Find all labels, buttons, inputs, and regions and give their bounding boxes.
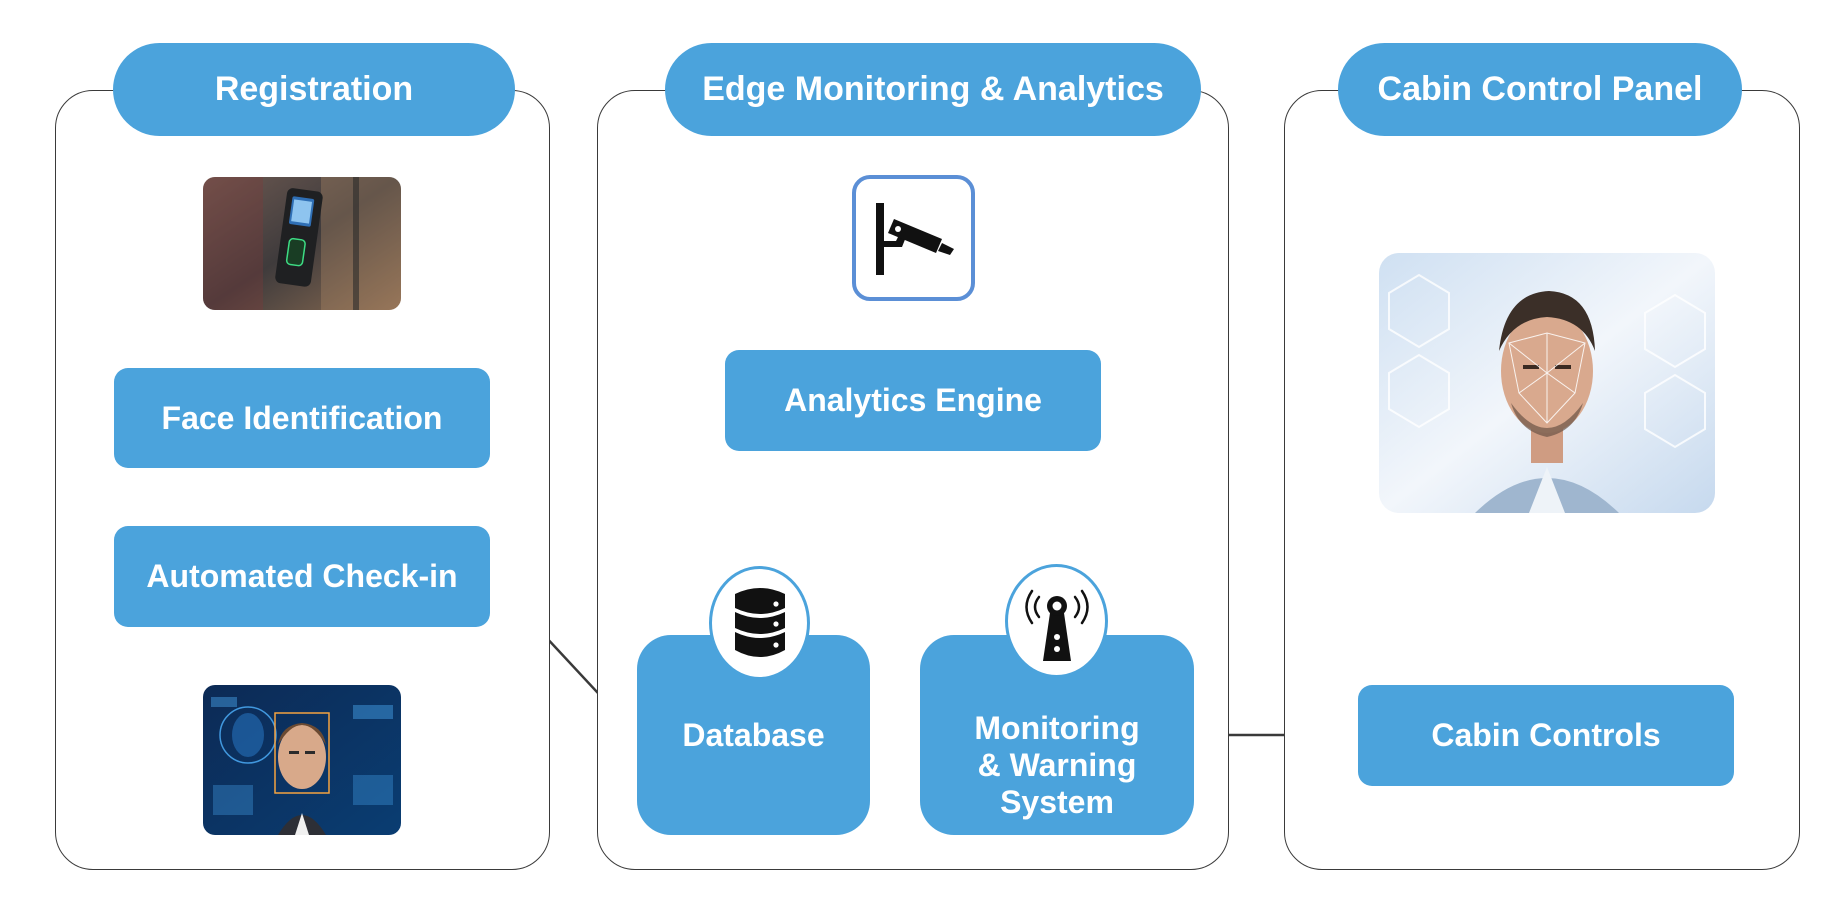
face-mesh-portrait-image bbox=[1379, 253, 1715, 513]
monitoring-label-line2: & Warning bbox=[977, 746, 1137, 783]
face-identification-box: Face Identification bbox=[114, 368, 490, 468]
face-terminal-device-image bbox=[203, 177, 401, 310]
face-scan-portrait-image bbox=[203, 685, 401, 835]
database-icon bbox=[734, 588, 785, 657]
monitoring-warning-system-box: Monitoring & Warning System bbox=[920, 635, 1194, 835]
analytics-engine-box: Analytics Engine bbox=[725, 350, 1101, 451]
monitoring-label-line1: Monitoring bbox=[974, 709, 1140, 746]
signal-icon-badge bbox=[1005, 564, 1108, 678]
signal-tower-icon bbox=[1024, 589, 1089, 661]
registration-title: Registration bbox=[113, 43, 515, 136]
cctv-camera-icon bbox=[875, 203, 954, 275]
cabin-controls-box: Cabin Controls bbox=[1358, 685, 1734, 786]
automated-checkin-box: Automated Check-in bbox=[114, 526, 490, 627]
monitoring-label-line3: System bbox=[1000, 783, 1114, 820]
cabin-control-title: Cabin Control Panel bbox=[1338, 43, 1742, 136]
cctv-camera-tile bbox=[852, 175, 975, 301]
database-icon-badge bbox=[709, 566, 810, 680]
edge-monitoring-title: Edge Monitoring & Analytics bbox=[665, 43, 1201, 136]
